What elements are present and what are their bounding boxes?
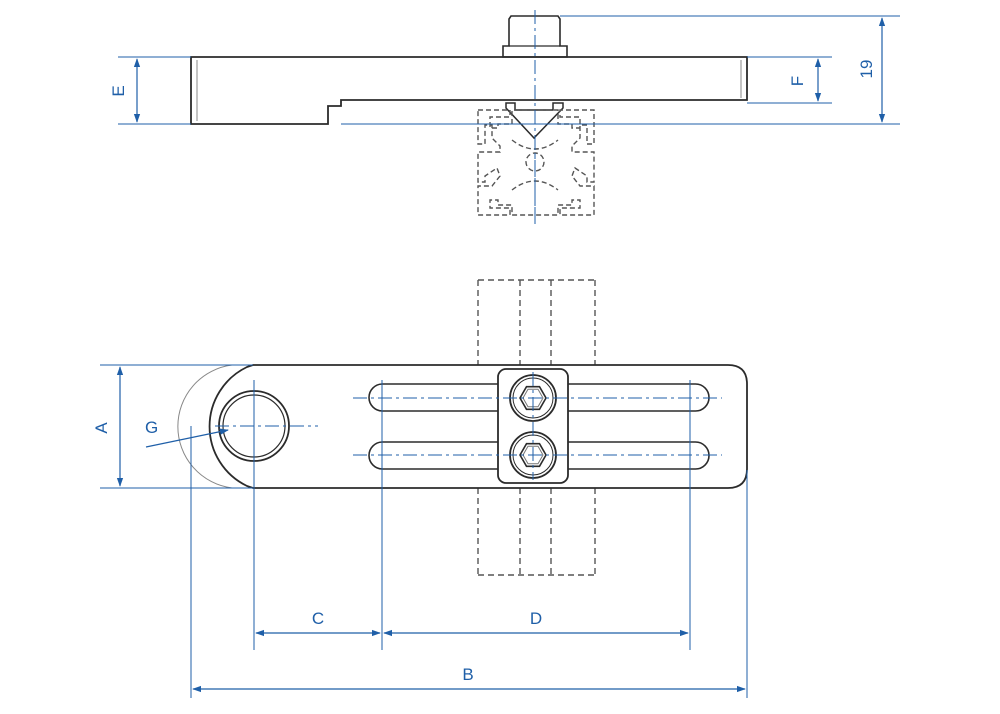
t-nut-side — [505, 102, 564, 140]
extension-lines — [190, 380, 748, 698]
plan-view — [177, 279, 748, 576]
dimension-c: C — [255, 609, 381, 637]
dimension-f: F — [747, 56, 832, 104]
clamp-bar-side — [190, 56, 748, 125]
label-c: C — [312, 609, 324, 628]
extrusion-profile-hidden — [477, 109, 595, 216]
side-view — [190, 10, 748, 225]
label-height: 19 — [857, 60, 876, 79]
dimension-a: A — [92, 364, 253, 489]
label-d: D — [530, 609, 542, 628]
dimension-g: G — [145, 418, 229, 448]
clamp-bar-plan — [208, 364, 748, 489]
label-f: F — [788, 76, 807, 86]
dimension-height: 19 — [341, 15, 900, 125]
dimension-e: E — [109, 56, 191, 125]
screw-head-side — [502, 15, 568, 58]
extrusion-plan-hidden — [477, 279, 596, 576]
label-g: G — [145, 418, 158, 437]
label-e: E — [109, 85, 128, 96]
dimension-d: D — [383, 609, 689, 637]
label-b: B — [462, 665, 473, 684]
dimension-b: B — [192, 665, 746, 693]
center-lines-plan — [215, 372, 722, 480]
label-a: A — [92, 422, 111, 434]
